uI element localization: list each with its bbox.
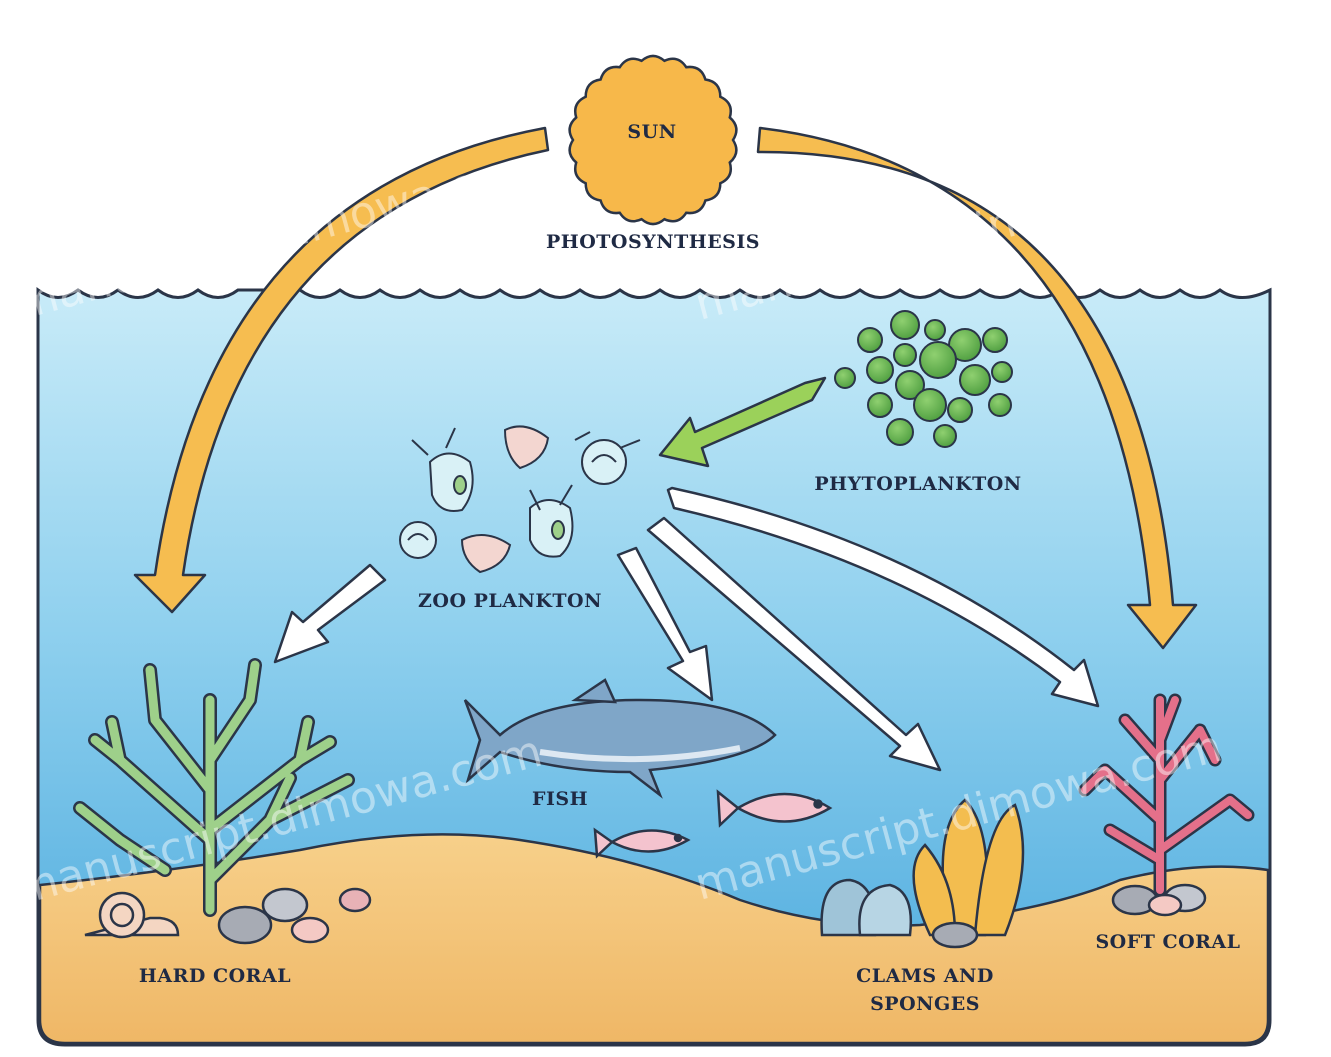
soft-coral-label: SOFT CORAL [1095, 931, 1240, 953]
phytoplankton-cell [858, 328, 882, 352]
phytoplankton-cell [867, 357, 893, 383]
zooplankton-label: ZOO PLANKTON [418, 590, 602, 612]
sun-label: SUN [627, 121, 676, 143]
phytoplankton-cell [887, 419, 913, 445]
phytoplankton-cell [983, 328, 1007, 352]
photosynthesis-label: PHOTOSYNTHESIS [546, 231, 760, 253]
phytoplankton-cell [925, 320, 945, 340]
phytoplankton-cell [868, 393, 892, 417]
phytoplankton-label: PHYTOPLANKTON [814, 473, 1021, 495]
phytoplankton-cell [914, 389, 946, 421]
hard-coral-label: HARD CORAL [139, 965, 291, 987]
phytoplankton-cell [835, 368, 855, 388]
phytoplankton-cell [934, 425, 956, 447]
phytoplankton-cell [992, 362, 1012, 382]
phytoplankton-cell [920, 342, 956, 378]
phytoplankton-cell [960, 365, 990, 395]
clams-label-line2: SPONGES [870, 993, 980, 1015]
phytoplankton-cell [891, 311, 919, 339]
phytoplankton-cell [948, 398, 972, 422]
phytoplankton-cell [894, 344, 916, 366]
clams-label-line1: CLAMS AND [856, 965, 994, 987]
fish-label: FISH [532, 788, 588, 810]
phytoplankton-cell [989, 394, 1011, 416]
